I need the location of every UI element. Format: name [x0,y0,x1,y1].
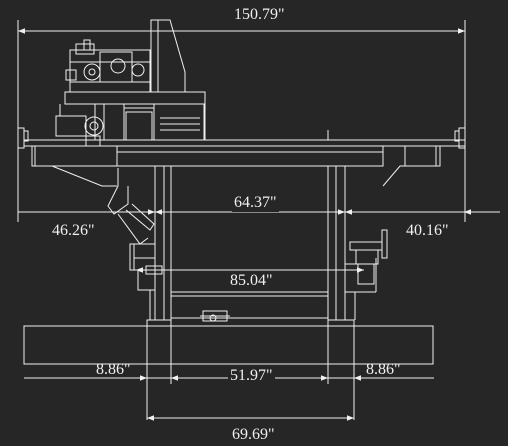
right-lower-mechanism [345,229,388,320]
right-foot-label: 8.86" [366,361,401,378]
left-offset-label: 46.26" [52,222,95,239]
main-bed [24,139,465,187]
base-width-label: 69.69" [232,426,275,443]
left-foot-label: 8.86" [96,361,131,378]
head-assembly [55,19,206,147]
bottom-bracket [200,310,230,322]
left-column [154,166,172,320]
right-foot [327,319,355,327]
right-offset-label: 40.16" [406,222,449,239]
right-column [327,166,346,320]
left-foot [146,319,172,327]
frame-width-label: 85.04" [228,272,275,290]
left-end-post [17,127,25,149]
left-lower-mechanism [107,168,163,320]
base-platform [23,325,434,365]
foot-span-label: 51.97" [228,367,275,385]
right-end-post [458,127,466,149]
overall-width-label: 150.79" [232,6,287,24]
inner-span-label: 64.37" [232,194,279,212]
